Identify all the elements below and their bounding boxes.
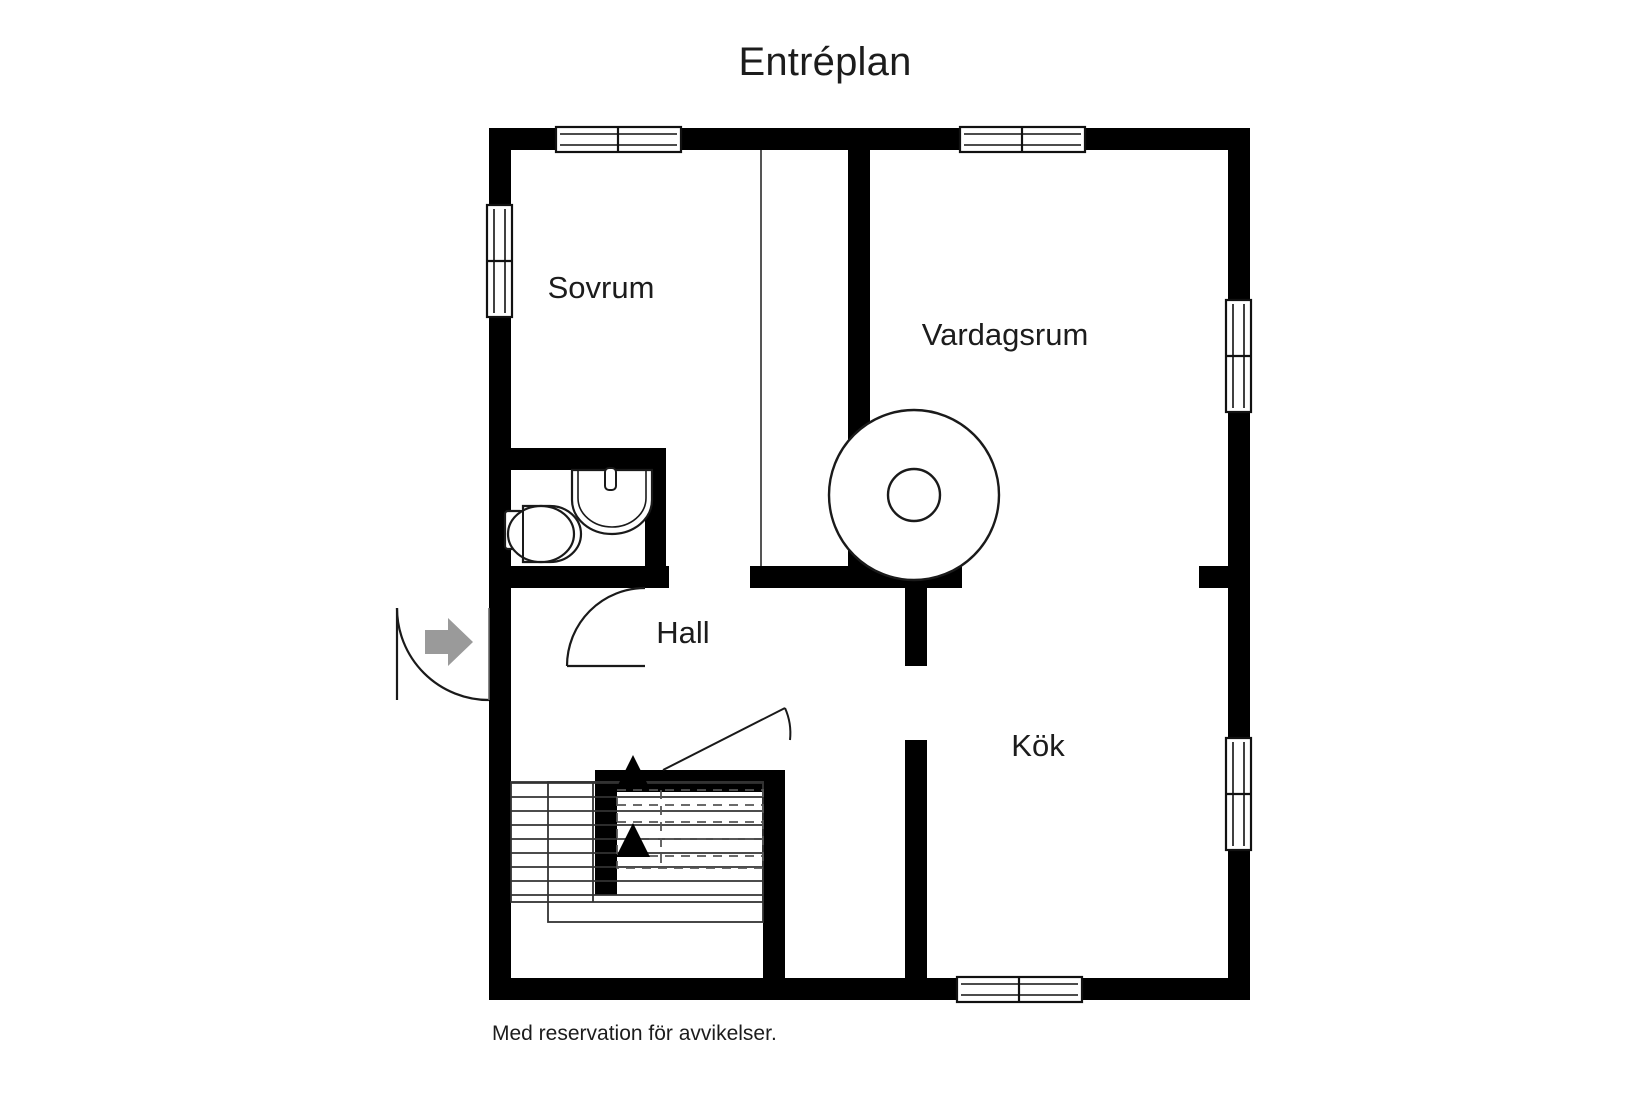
staircase: [510, 707, 792, 923]
window-vardagsrum-right: [1224, 298, 1253, 414]
stair-up-arrows: [616, 755, 650, 857]
entry-arrow-icon: [425, 618, 473, 666]
toilet-icon: [503, 504, 583, 564]
bathroom-fixtures: [503, 467, 654, 564]
stair-arrow-up-1: [616, 755, 650, 789]
stair-arrow-up-2: [616, 823, 650, 857]
room-label-vardagsrum: Vardagsrum: [922, 317, 1089, 352]
disclaimer-caption: Med reservation för avvikelser.: [492, 1022, 777, 1045]
room-label-hall: Hall: [656, 615, 709, 650]
wash-basin-icon: [570, 467, 654, 536]
room-labels: Sovrum Vardagsrum Hall Kök: [548, 270, 1089, 763]
room-label-sovrum: Sovrum: [548, 270, 655, 305]
bathroom-door: [565, 586, 646, 668]
stair-door: [662, 707, 792, 771]
window-sovrum-left: [485, 203, 514, 319]
stair-treads-dashed: [616, 789, 764, 869]
room-label-kok: Kök: [1011, 728, 1065, 763]
entry-door: [395, 607, 490, 702]
window-vardagsrum-top: [958, 125, 1087, 154]
window-kok-bottom: [955, 975, 1084, 1004]
window-sovrum-top: [554, 125, 683, 154]
round-table-icon: [827, 408, 1001, 582]
page-title: Entréplan: [738, 40, 912, 84]
window-kok-right: [1224, 736, 1253, 852]
windows: [485, 125, 1253, 1004]
